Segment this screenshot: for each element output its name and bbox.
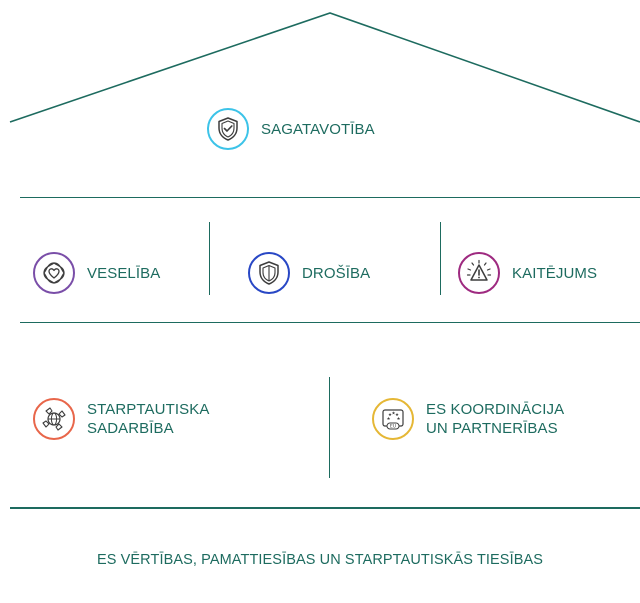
international-cooperation-line2: SADARBĪBA — [87, 420, 174, 437]
divider-middle-1 — [209, 222, 210, 295]
security-icon-circle — [248, 252, 290, 294]
international-cooperation-line1: STARPTAUTISKA — [87, 401, 210, 418]
eu-icon-text: EU — [390, 424, 396, 430]
svg-text:★: ★ — [395, 412, 399, 418]
divider-top — [20, 197, 640, 198]
svg-text:★: ★ — [397, 416, 401, 422]
international-cooperation-item: STARPTAUTISKA SADARBĪBA — [33, 398, 209, 440]
preparedness-item: SAGATAVOTĪBA — [207, 108, 375, 150]
international-cooperation-icon-circle — [33, 398, 75, 440]
harm-label: KAITĒJUMS — [512, 264, 598, 282]
foundation-line — [10, 507, 640, 509]
harm-icon-circle — [458, 252, 500, 294]
globe-hands-icon — [42, 407, 66, 431]
heart-icon — [43, 262, 65, 284]
harm-item: KAITĒJUMS — [458, 252, 597, 294]
eu-coordination-icon-circle: ★ ★ ★ ★ ★ EU — [372, 398, 414, 440]
international-cooperation-label: STARPTAUTISKA SADARBĪBA — [87, 400, 209, 438]
health-item: VESELĪBA — [33, 252, 160, 294]
divider-bottom — [20, 322, 640, 323]
svg-text:★: ★ — [392, 411, 396, 417]
svg-text:★: ★ — [387, 416, 391, 422]
foundation-label: ES VĒRTĪBAS, PAMATTIESĪBAS UN STARPTAUTI… — [96, 552, 544, 568]
eu-coordination-line2: UN PARTNERĪBAS — [426, 420, 558, 437]
svg-text:★: ★ — [388, 412, 392, 418]
health-icon-circle — [33, 252, 75, 294]
divider-bottom-vertical — [329, 377, 330, 478]
health-label: VESELĪBA — [87, 264, 161, 282]
shield-icon — [259, 261, 279, 285]
shield-check-icon — [218, 117, 238, 141]
eu-coordination-label: ES KOORDINĀCIJA UN PARTNERĪBAS — [426, 400, 564, 438]
security-item: DROŠĪBA — [248, 252, 370, 294]
eu-coordination-item: ★ ★ ★ ★ ★ EU ES KOORDINĀCIJA UN PARTNERĪ… — [372, 398, 564, 440]
preparedness-label: SAGATAVOTĪBA — [261, 120, 375, 138]
eu-coordination-line1: ES KOORDINĀCIJA — [426, 401, 565, 418]
preparedness-icon-circle — [207, 108, 249, 150]
eu-flag-icon: ★ ★ ★ ★ ★ EU — [382, 409, 404, 430]
warning-icon — [466, 259, 492, 281]
divider-middle-2 — [440, 222, 441, 295]
security-label: DROŠĪBA — [302, 264, 371, 282]
roof-outline — [9, 12, 640, 123]
